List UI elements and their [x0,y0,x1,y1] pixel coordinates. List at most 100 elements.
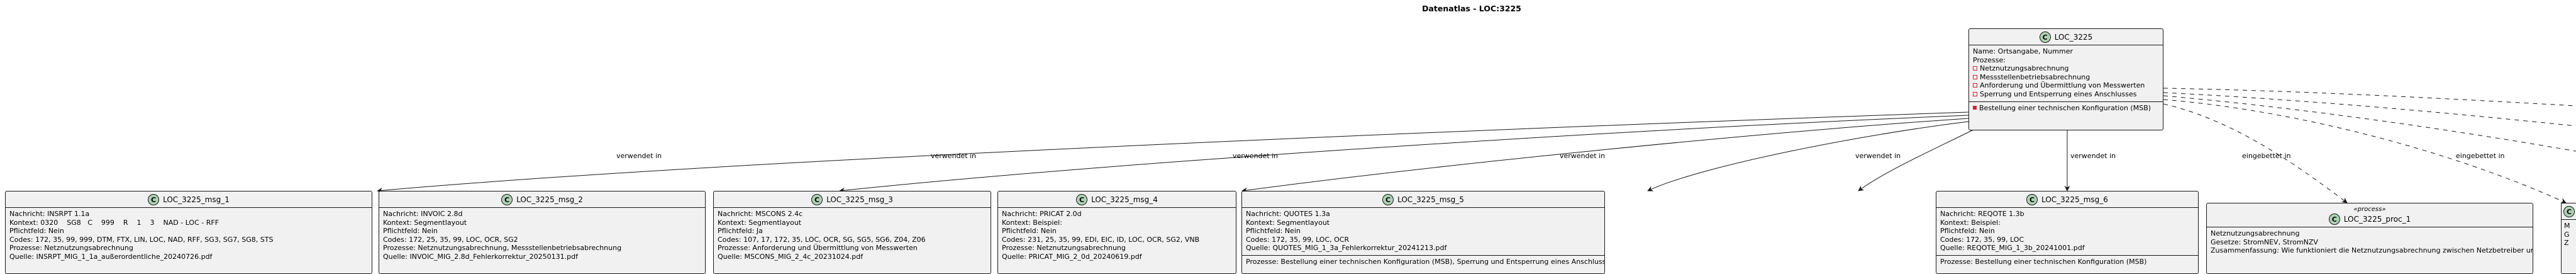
node-field: Pflichtfeld: Nein [1002,227,1057,236]
node-field: Nachricht: REQOTE 1.3b [1940,210,2024,218]
node-header: C LOC_3225_msg_6 [1936,191,2198,207]
node-field: Codes: 172, 35, 99, 999, DTM, FTX, LIN, … [9,235,274,244]
node-field: M [2564,222,2570,230]
node-field: Z [2564,239,2569,248]
class-c-icon: C [1382,194,1394,205]
node-header: C [2562,203,2576,219]
edge-center-msg2 [839,115,1969,193]
node-proc-1[interactable]: «process» C LOC_3225_proc_1 Netznutzungs… [2206,203,2533,274]
node-field: Kontext: Segmentlayout [383,218,467,227]
node-header: C LOC_3225_msg_5 [1242,191,1604,207]
node-header: C LOC_3225_msg_4 [998,191,1236,207]
node-field: Prozesse: Anforderung und Übermittlung v… [718,244,918,253]
label-used-in-6: verwendet in [2070,152,2116,160]
node-processes: Prozesse: Bestellung einer technischen K… [1936,254,2198,269]
node-title: LOC_3225_msg_6 [2041,195,2108,204]
node-body: Nachricht: MSCONS 2.4c Kontext: Segmentl… [714,207,991,264]
edge-center-cut1 [2163,99,2567,203]
edge-center-msg1 [377,111,1969,193]
node-field: Quelle: REQOTE_MIG_1_3b_20241001.pdf [1940,244,2085,253]
node-field: Prozesse: Netznutzungsabrechnung [9,244,133,253]
node-msg-2[interactable]: C LOC_3225_msg_2 Nachricht: INVOIC 2.8d … [379,191,706,274]
process-item: Sperrung und Entsperrung eines Anschluss… [1973,90,2159,99]
label-used-in-4: verwendet in [1560,152,1605,160]
label-used-in-5: verwendet in [1855,152,1901,160]
visibility-marker-icon [1973,106,1977,110]
process-item: Messstellenbetriebsabrechnung [1973,73,2159,82]
node-field: Nachricht: PRICAT 2.0d [1002,210,1082,218]
node-field: Quelle: INSRPT_MIG_1_1a_außerordentliche… [9,252,213,261]
node-field: Prozesse: Netznutzungsabrechnung, Messst… [383,244,622,253]
node-field: Prozesse: [1973,55,2006,64]
node-body: Nachricht: INVOIC 2.8d Kontext: Segmentl… [379,207,705,264]
node-field: Pflichtfeld: Ja [718,227,763,236]
class-c-icon: C [1076,194,1088,205]
node-field: Nachricht: MSCONS 2.4c [718,210,803,218]
node-field: Quelle: PRICAT_MIG_2_0d_20240619.pdf [1002,252,1142,261]
node-field: Pflichtfeld: Nein [383,227,438,236]
label-embedded-in-1: eingebettet in [2242,152,2291,160]
node-title: LOC_3225_msg_3 [826,195,893,204]
node-header: C LOC_3225_msg_2 [379,191,705,207]
node-title: LOC_3225_msg_4 [1091,195,1158,204]
node-field: Codes: 107, 17, 172, 35, LOC, OCR, SG, S… [718,235,926,244]
edge-center-msg3 [1241,118,1969,193]
edge-center-offright-2 [2163,92,2576,127]
node-processes: Prozesse: Bestellung einer technischen K… [1242,254,1604,269]
node-field: Zusammenfassung: Wie funktioniert die Ne… [2211,246,2533,255]
node-cut-right[interactable]: C M G Z [2561,203,2576,274]
node-field: Nachricht: INVOIC 2.8d [383,210,463,218]
label-used-in-1: verwendet in [616,152,662,160]
node-title: LOC_3225_msg_2 [516,195,583,204]
node-msg-1[interactable]: C LOC_3225_msg_1 Nachricht: INSRPT 1.1a … [5,191,372,274]
label-embedded-in-2: eingebettet in [2456,152,2505,160]
node-msg-3[interactable]: C LOC_3225_msg_3 Nachricht: MSCONS 2.4c … [713,191,991,274]
class-c-icon: C [2563,206,2575,217]
label-used-in-3: verwendet in [1233,152,1278,160]
edge-center-msg4 [1647,121,1969,191]
node-stereotype: «process» [2353,206,2386,213]
class-c-icon: C [2328,214,2340,225]
node-field: Kontext: Segmentlayout [718,218,802,227]
visibility-marker-icon [1973,74,1977,79]
class-c-icon: C [2026,194,2038,205]
node-title: LOC_3225_msg_1 [163,195,230,204]
process-item: Anforderung und Übermittlung von Messwer… [1973,81,2159,90]
node-header: «process» C LOC_3225_proc_1 [2207,203,2533,227]
node-body: Nachricht: REQOTE 1.3b Kontext: Beispiel… [1936,207,2198,255]
node-loc-3225[interactable]: C LOC_3225 Name: Ortsangabe, Nummer Proz… [1968,28,2163,130]
visibility-marker-icon [1973,91,1977,96]
node-msg-6[interactable]: C LOC_3225_msg_6 Nachricht: REQOTE 1.3b … [1936,191,2199,274]
node-field: Pflichtfeld: Nein [9,227,64,236]
node-field: Pflichtfeld: Nein [1246,227,1301,236]
node-field: Kontext: Beispiel: [1940,218,2001,227]
node-field: Codes: 172, 35, 99, LOC [1940,235,2024,244]
edge-center-msg5 [1858,125,1982,191]
node-msg-4[interactable]: C LOC_3225_msg_4 Nachricht: PRICAT 2.0d … [997,191,1236,274]
node-header: C LOC_3225_msg_3 [714,191,991,207]
node-title: LOC_3225_proc_1 [2343,215,2411,224]
node-body: Nachricht: QUOTES 1.3a Kontext: Segmentl… [1242,207,1604,255]
class-c-icon: C [148,194,160,205]
node-field: Netznutzungsabrechnung [2211,229,2300,237]
node-body: Name: Ortsangabe, Nummer Prozesse: Netzn… [1969,45,2163,101]
node-field: Kontext: 0320 SG8 C 999 R 1 3 NAD - LOC … [9,218,219,227]
node-field: Quelle: QUOTES_MIG_1_3a_Fehlerkorrektur_… [1246,244,1447,253]
node-field: G [2564,230,2570,239]
node-field: Pflichtfeld: Nein [1940,227,1995,236]
node-msg-5[interactable]: C LOC_3225_msg_5 Nachricht: QUOTES 1.3a … [1241,191,1605,274]
node-field: Quelle: MSCONS_MIG_2_4c_20231024.pdf [718,252,863,261]
node-field: Quelle: INVOIC_MIG_2.8d_Fehlerkorrektur_… [383,252,578,261]
visibility-marker-icon [1973,83,1977,88]
node-field: Kontext: Segmentlayout [1246,218,1330,227]
class-c-icon: C [501,194,513,205]
node-header: C LOC_3225 [1969,29,2163,45]
node-field: Name: Ortsangabe, Nummer [1973,47,2073,55]
edge-center-offright-3 [2163,95,2576,152]
class-c-icon: C [811,194,823,205]
label-used-in-2: verwendet in [931,152,976,160]
node-field: Codes: 172, 35, 99, LOC, OCR [1246,235,1350,244]
node-body: M G Z [2562,219,2576,250]
process-item: Netznutzungsabrechnung [1973,64,2159,73]
